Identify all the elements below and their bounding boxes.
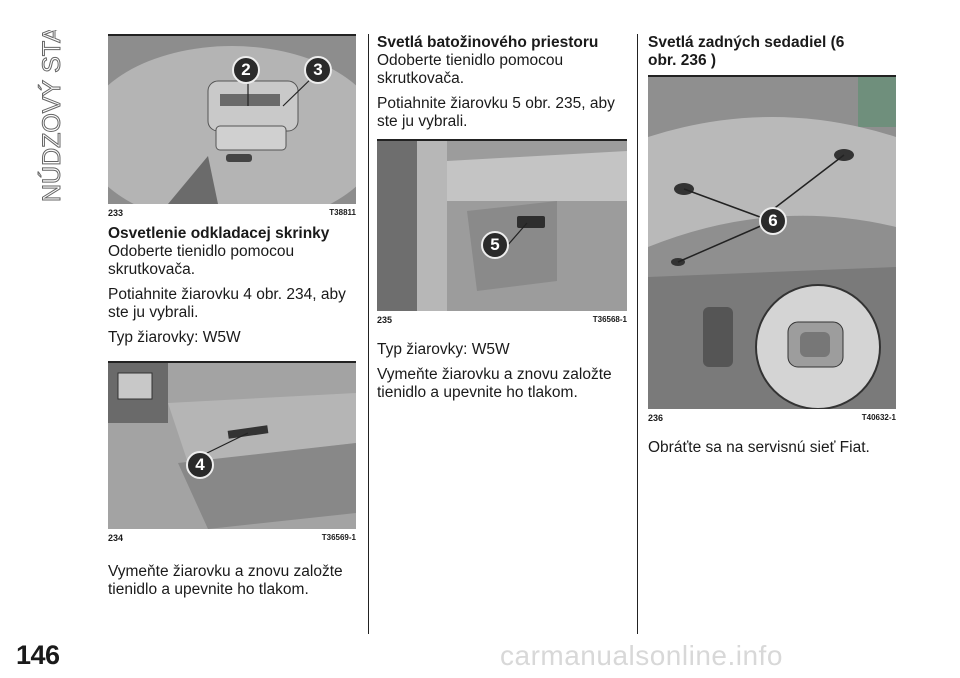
watermark: carmanualsonline.info [500, 640, 783, 671]
callout-5: 5 [481, 231, 509, 259]
column-2: Svetlá batožinového priestoru Odoberte t… [377, 34, 627, 402]
figure-234: 4 [108, 361, 356, 529]
figure-236-caption: 236 T40632-1 [648, 413, 896, 423]
column-1: 2 3 233 T38811 Osvetlenie odkladacej skr… [108, 34, 356, 599]
page-number: 146 [16, 640, 60, 670]
figure-code: T36569-1 [321, 533, 356, 542]
figure-code: T36568-1 [592, 315, 627, 324]
callout-2: 2 [232, 56, 260, 84]
cargo-light-image [377, 141, 627, 311]
paragraph: Potiahnite žiarovku 5 obr. 235, aby ste … [377, 95, 615, 130]
figure-233-caption: 233 T38811 [108, 208, 356, 218]
figure-235-caption: 235 T36568-1 [377, 315, 627, 325]
heading-glovebox-light: Osvetlenie odkladacej skrinky [108, 225, 330, 242]
figure-number: 234 [108, 533, 124, 543]
figure-code: T40632-1 [861, 413, 896, 422]
rear-seat-lights-image [648, 77, 896, 409]
figure-234-caption: 234 T36569-1 [108, 533, 356, 543]
section-title-text: NÚDZOVÝ STAV [37, 30, 66, 202]
figure-number: 233 [108, 208, 124, 218]
figure-code: T38811 [329, 208, 356, 217]
paragraph: Odoberte tienidlo pomocou skrutkovača. [108, 243, 295, 278]
section-title: NÚDZOVÝ STAV [22, 30, 72, 205]
figure-233: 2 3 [108, 34, 356, 204]
figure-number: 235 [377, 315, 393, 325]
column-3: Svetlá zadných sedadiel (6 obr. 236 ) 6 … [648, 34, 896, 457]
paragraph: Obráťte sa na servisnú sieť Fiat. [648, 439, 870, 456]
paragraph: Potiahnite žiarovku 4 obr. 234, aby ste … [108, 286, 346, 321]
callout-6: 6 [759, 207, 787, 235]
figure-number: 236 [648, 413, 664, 423]
callout-4: 4 [186, 451, 214, 479]
paragraph: Typ žiarovky: W5W [108, 329, 241, 346]
figure-235: 5 [377, 139, 627, 311]
glovebox-image [108, 363, 356, 529]
callout-3: 3 [304, 56, 332, 84]
heading-cargo-light: Svetlá batožinového priestoru [377, 34, 599, 51]
heading-rear-seat-lights: Svetlá zadných sedadiel (6 obr. 236 ) [648, 34, 845, 69]
figure-236: 6 [648, 75, 896, 409]
paragraph: Odoberte tienidlo pomocou skrutkovača. [377, 52, 564, 87]
column-divider-2 [637, 34, 638, 634]
paragraph: Vymeňte žiarovku a znovu založte tienidl… [377, 366, 612, 401]
paragraph: Vymeňte žiarovku a znovu založte tienidl… [108, 563, 343, 598]
paragraph: Typ žiarovky: W5W [377, 341, 510, 358]
column-divider-1 [368, 34, 369, 634]
